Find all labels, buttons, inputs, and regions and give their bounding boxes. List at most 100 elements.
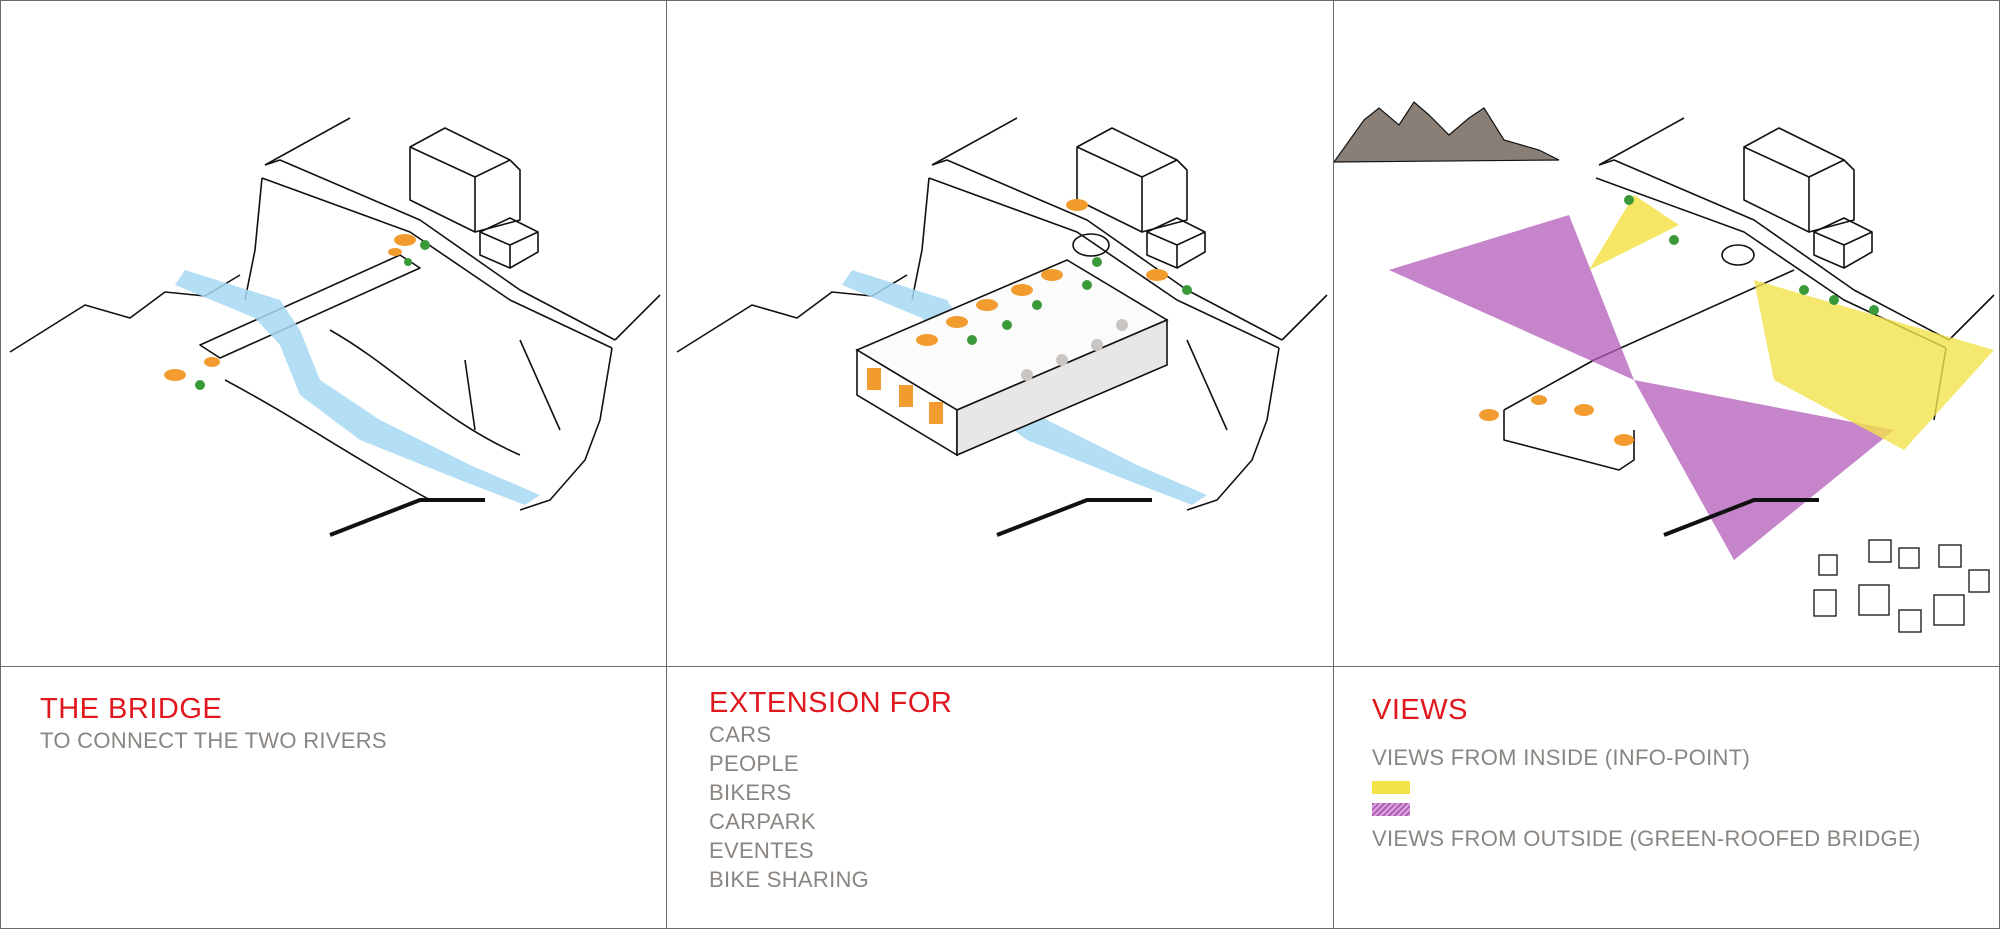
house-icon (1813, 589, 1837, 617)
river (175, 270, 540, 505)
bike-icon (1116, 319, 1128, 331)
panel-subtitle: TO CONNECT THE TWO RIVERS (40, 728, 387, 753)
bridge-users (164, 234, 430, 390)
person-icon (420, 240, 430, 250)
cliff-right (1186, 294, 1328, 511)
view-cone-inside (1589, 195, 1679, 270)
cliff-left (911, 177, 930, 301)
list-item: BIKERS (709, 780, 792, 805)
caption-divider (0, 666, 2000, 667)
car-icon (1146, 269, 1168, 281)
tree-icon (1799, 285, 1809, 295)
list-item: BIKE SHARING (709, 867, 870, 892)
road-edge-a (931, 159, 1283, 341)
house-icon (1968, 569, 1990, 593)
road-edge-a (264, 159, 616, 341)
caption-the-bridge: THE BRIDGE TO CONNECT THE TWO RIVERS (40, 692, 387, 755)
panel-the-bridge: THE BRIDGE TO CONNECT THE TWO RIVERS (0, 0, 667, 929)
car-icon (916, 334, 938, 346)
extension-building (855, 259, 1169, 457)
valley-line-a (224, 379, 431, 501)
valley-line-d (519, 339, 561, 431)
valley-line-c (464, 359, 476, 431)
person-icon (195, 380, 205, 390)
car-icon (1041, 269, 1063, 281)
house-outline (1743, 127, 1855, 233)
road-edge-a (1598, 159, 1950, 341)
road-edge-b (261, 177, 613, 349)
bike-icon (1091, 339, 1103, 351)
list-item: EVENTES (709, 838, 814, 863)
car-icon (394, 234, 416, 246)
house-icon (1898, 547, 1920, 569)
cliff-left (244, 177, 263, 301)
house-icon (1933, 594, 1965, 626)
car-icon (1066, 199, 1088, 211)
list-item: CARPARK (709, 809, 816, 834)
views-axonometric-drawing (1334, 101, 1995, 633)
panel-title: VIEWS (1372, 694, 1468, 726)
car-icon (388, 248, 402, 256)
ground-line (996, 498, 1152, 537)
road-edge-top (931, 117, 1018, 166)
view-cone-inside (1754, 280, 1994, 450)
ground-line (1663, 498, 1819, 537)
car-icon (1531, 395, 1547, 405)
house-annex (479, 217, 539, 269)
entrance-ramp-icon (899, 385, 913, 407)
legend-label-inside: VIEWS FROM INSIDE (INFO-POINT) (1372, 745, 1751, 770)
car-icon (164, 369, 186, 381)
view-cone-outside (1634, 380, 1894, 560)
car-icon (946, 316, 968, 328)
bridge-axonometric-drawing (9, 117, 661, 537)
person-icon (1182, 285, 1192, 295)
house-icon (1938, 544, 1962, 568)
person-icon (1082, 280, 1092, 290)
legend-label-outside: VIEWS FROM OUTSIDE (GREEN-ROOFED BRIDGE) (1372, 826, 1921, 851)
view-cone-outside (1389, 215, 1634, 380)
house-outline (409, 127, 521, 233)
bike-icon (1021, 369, 1033, 381)
list-item: CARS (709, 722, 772, 747)
entrance-ramp-icon (867, 368, 881, 390)
house-icon (1898, 609, 1922, 633)
house-icon (1818, 554, 1838, 576)
ground-line (329, 498, 485, 537)
car-icon (204, 357, 220, 367)
car-icon (1011, 284, 1033, 296)
legend-swatch-inside (1372, 781, 1410, 794)
panel-title: EXTENSION FOR (709, 687, 953, 719)
tree-icon (1624, 195, 1634, 205)
car-icon (976, 299, 998, 311)
car-icon (1479, 409, 1499, 421)
tree-icon (1869, 305, 1879, 315)
house-outline (1076, 127, 1188, 233)
bridge-deck (199, 254, 421, 359)
village-houses (1813, 539, 1990, 633)
road-edge-b (928, 177, 1280, 349)
roundabout (1072, 233, 1110, 257)
tree-icon (1829, 295, 1839, 305)
house-annex (1146, 217, 1206, 269)
car-icon (1614, 434, 1634, 446)
cliff-right (519, 294, 661, 511)
bike-icon (1056, 354, 1068, 366)
list-item: PEOPLE (709, 751, 799, 776)
views-users (1479, 195, 1879, 446)
mountains-illustration (1334, 101, 1560, 163)
person-icon (1032, 300, 1042, 310)
road-edge-top (1598, 117, 1685, 166)
entrance-ramp-icon (929, 402, 943, 424)
caption-views: VIEWS VIEWS FROM INSIDE (INFO-POINT) VIE… (1372, 693, 1921, 853)
person-icon (1002, 320, 1012, 330)
panel-extension: EXTENSION FOR CARS PEOPLE BIKERS CARPARK… (667, 0, 1334, 929)
person-icon (967, 335, 977, 345)
roundabout (1721, 244, 1755, 266)
car-icon (1574, 404, 1594, 416)
person-icon (1092, 257, 1102, 267)
panel-title: THE BRIDGE (40, 693, 223, 725)
panel-views: VIEWS VIEWS FROM INSIDE (INFO-POINT) VIE… (1334, 0, 2000, 929)
caption-extension: EXTENSION FOR CARS PEOPLE BIKERS CARPARK… (709, 686, 952, 894)
extension-users (916, 199, 1192, 381)
